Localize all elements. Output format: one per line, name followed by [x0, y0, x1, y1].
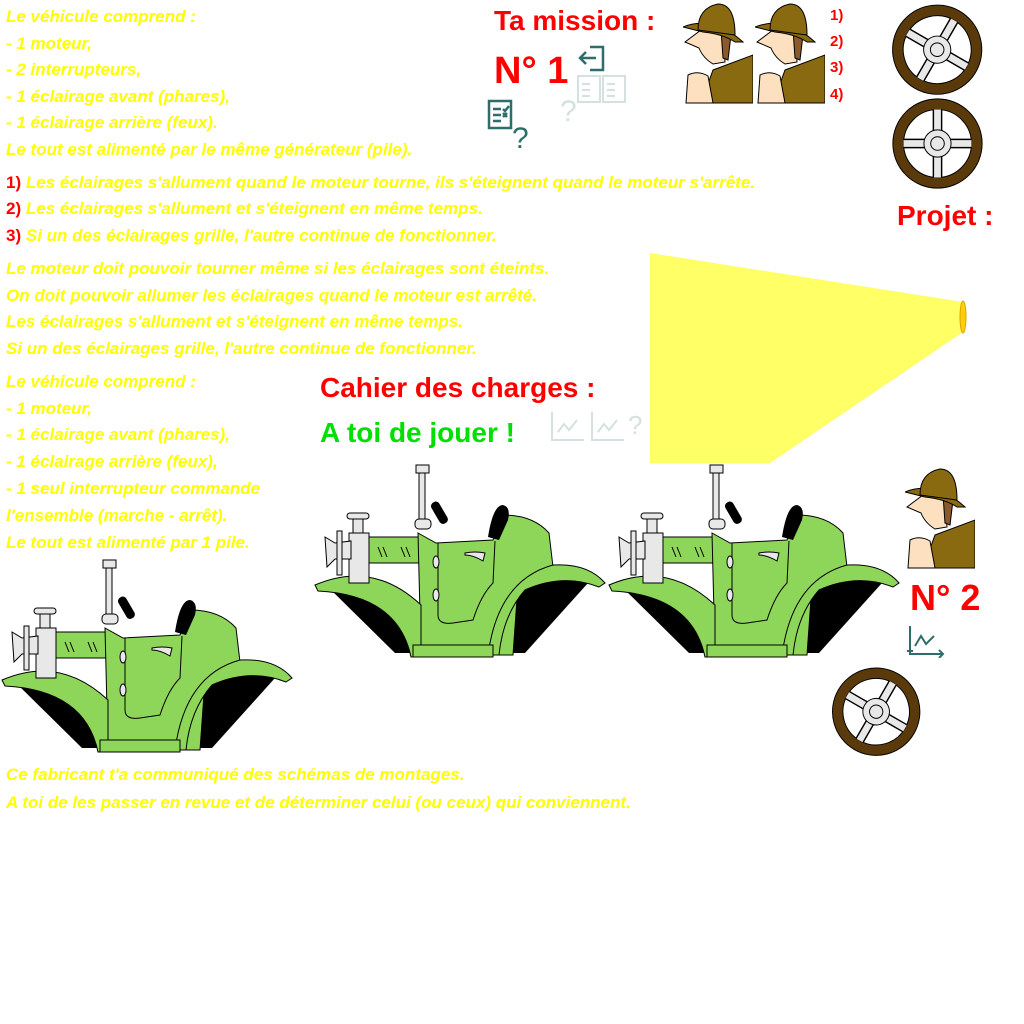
text-line: A toi de les passer en revue et de déter… [6, 793, 631, 812]
text-line: Le moteur doit pouvoir tourner même si l… [6, 259, 550, 278]
exit-icon[interactable] [576, 44, 606, 74]
checklist-faded-icon[interactable] [576, 74, 628, 104]
rule-number: 2) [6, 199, 22, 218]
question-icon[interactable]: ? [512, 122, 529, 155]
your-turn-heading: A toi de jouer ! [320, 417, 515, 448]
text-line: Le tout est alimenté par 1 pile. [6, 533, 250, 552]
text-line: Ce fabricant t'a communiqué des schémas … [6, 765, 465, 784]
rule-text: Les éclairages s'allument et s'éteignent… [25, 199, 483, 218]
chart-icon[interactable] [905, 624, 945, 658]
mission-number-2[interactable]: N° 2 [910, 577, 981, 618]
steering-wheel-icon[interactable] [889, 1, 986, 98]
car-diagram-1[interactable] [0, 550, 300, 760]
car-diagram-2[interactable] [313, 455, 613, 665]
explorer-icon[interactable] [755, 0, 825, 105]
text-line: - 2 interrupteurs, [6, 60, 142, 79]
text-line: Les éclairages s'allument et s'éteignent… [6, 312, 463, 331]
text-line: Si un des éclairages grille, l'autre con… [6, 339, 477, 358]
explorer-icon[interactable] [905, 465, 975, 570]
text-line: Le véhicule comprend : [6, 7, 196, 26]
chart-faded-icon[interactable]: ? [548, 410, 646, 444]
project-heading: Projet : [897, 200, 994, 231]
text-line: On doit pouvoir allumer les éclairages q… [6, 286, 537, 305]
steering-wheel-icon[interactable] [829, 664, 924, 759]
step-4: 4) [830, 86, 844, 103]
text-line: - 1 moteur, [6, 34, 92, 53]
text-line: - 1 éclairage arrière (feux), [6, 452, 218, 471]
rule-text: Les éclairages s'allument quand le moteu… [25, 173, 756, 192]
rule-number: 3) [6, 226, 22, 245]
text-line: Le tout est alimenté par le même générat… [6, 140, 413, 159]
step-2: 2) [830, 33, 844, 50]
rule-number: 1) [6, 173, 22, 192]
text-line: Le véhicule comprend : [6, 372, 196, 391]
text-line: - 1 éclairage avant (phares), [6, 425, 230, 444]
car-diagram-3[interactable] [607, 455, 907, 665]
text-line: - 1 seul interrupteur commande [6, 479, 261, 498]
question-faded-icon[interactable]: ? [560, 95, 577, 128]
explorer-icon[interactable] [683, 0, 753, 105]
text-line: - 1 moteur, [6, 399, 92, 418]
specs-heading: Cahier des charges : [320, 372, 596, 403]
text-line: - 1 éclairage arrière (feux). [6, 113, 218, 132]
checklist-icon[interactable] [487, 99, 517, 131]
mission-heading: Ta mission : [494, 5, 656, 36]
mission-number-1: N° 1 [494, 50, 569, 92]
steering-wheel-icon[interactable] [889, 95, 986, 192]
step-1: 1) [830, 7, 844, 24]
text-line: - 1 éclairage avant (phares), [6, 87, 230, 106]
step-3: 3) [830, 59, 844, 76]
svg-text:?: ? [628, 410, 642, 440]
rule-text: Si un des éclairages grille, l'autre con… [25, 226, 497, 245]
text-line: l'ensemble (marche - arrêt). [6, 506, 228, 525]
